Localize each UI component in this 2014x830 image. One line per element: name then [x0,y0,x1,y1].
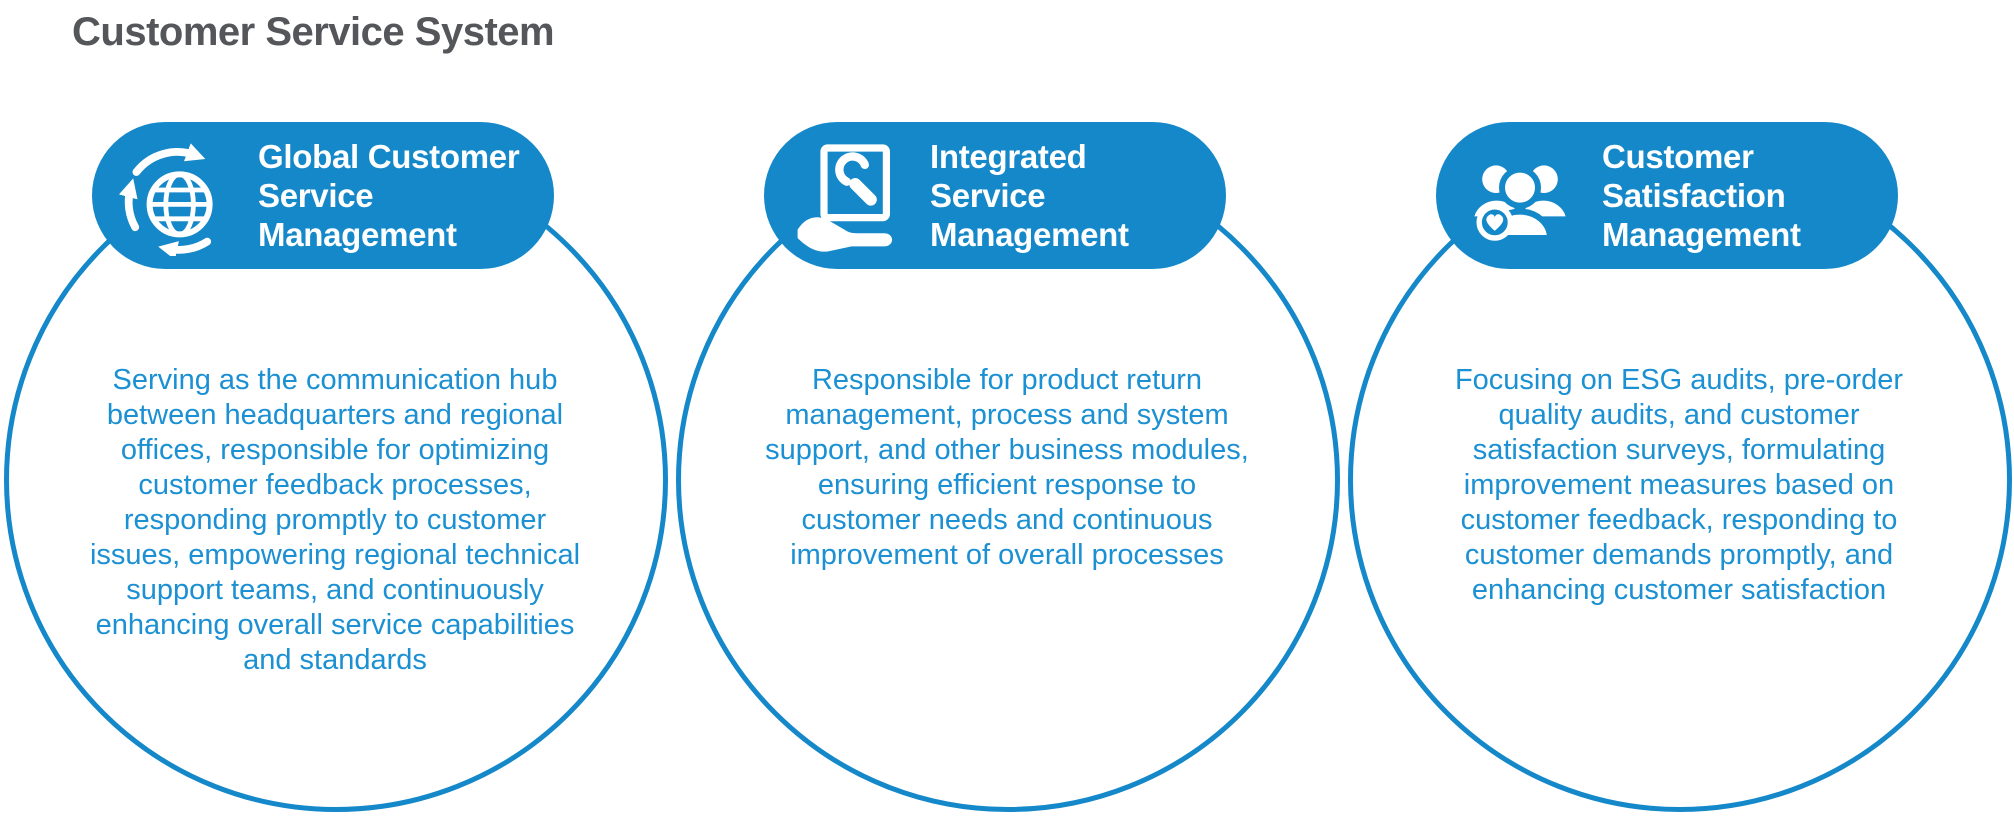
card-header-pill: Global Customer Service Management [92,122,554,269]
card-description: Serving as the communication hub between… [89,364,581,676]
card-header-pill: Customer Satisfaction Management [1436,122,1898,269]
card-customer-satisfaction: Customer Satisfaction Management Focusin… [1344,0,2014,830]
card-title: Global Customer Service Management [258,138,520,253]
globe-sync-icon [116,136,236,260]
card-title: Integrated Service Management [930,138,1129,253]
card-description: Focusing on ESG audits, pre-order qualit… [1454,364,1904,606]
card-global-customer-service: Global Customer Service Management Servi… [0,0,670,830]
card-integrated-service: Integrated Service Management Responsibl… [672,0,1342,830]
page-title: Customer Service System [72,10,555,54]
card-title: Customer Satisfaction Management [1602,138,1801,253]
card-header-pill: Integrated Service Management [764,122,1226,269]
card-description: Responsible for product return managemen… [765,364,1249,571]
hand-wrench-icon [788,136,908,256]
people-heart-icon [1460,136,1580,256]
